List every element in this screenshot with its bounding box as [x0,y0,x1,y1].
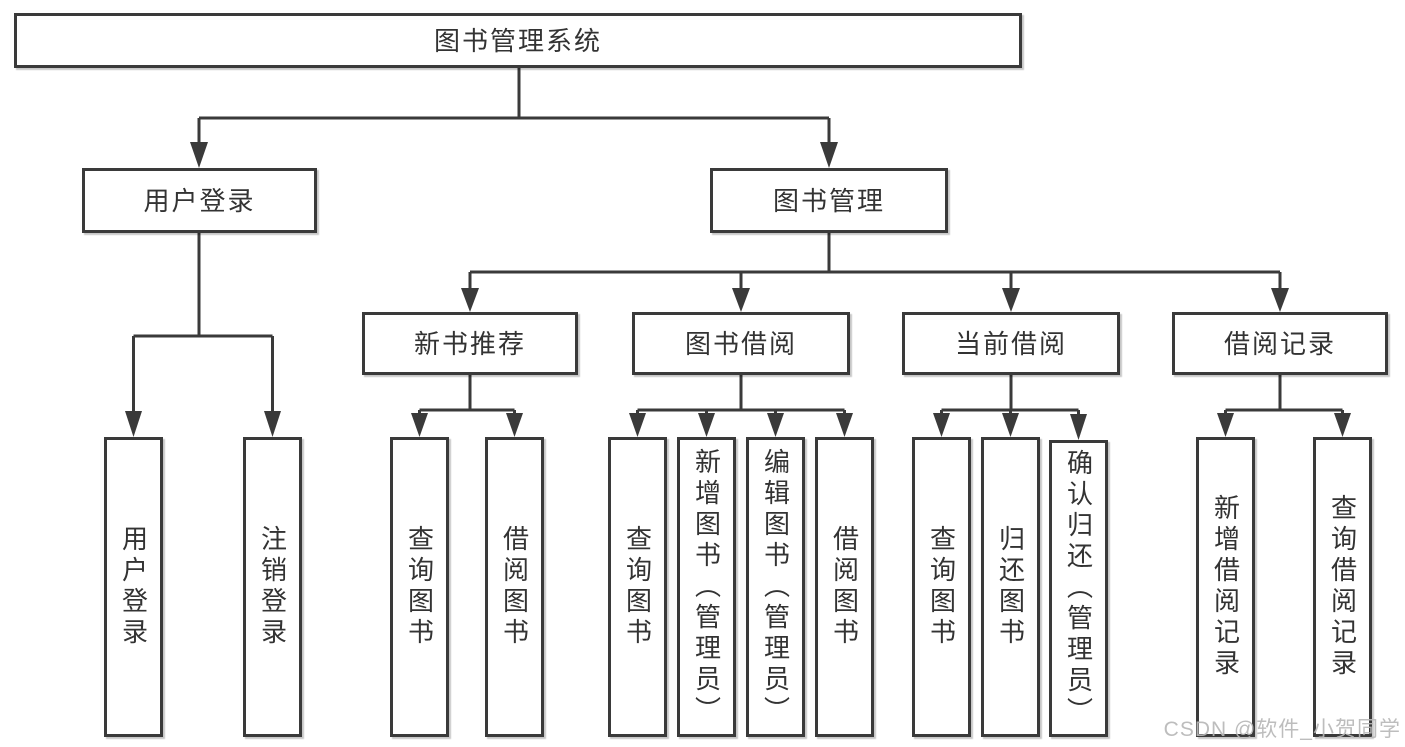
leaf-query-books-borrowing: 查询图书 [608,437,667,737]
leaf-confirm-return-admin-label: 确认归还（管理员） [1063,449,1094,728]
node-new-book-recommend: 新书推荐 [362,312,578,375]
node-library-management-system: 图书管理系统 [14,13,1022,68]
leaf-user-login-label: 用户登录 [118,525,149,649]
node-library-management-system-label: 图书管理系统 [433,25,602,56]
leaf-logout-label: 注销登录 [257,525,288,649]
leaf-query-books-recommend: 查询图书 [390,437,449,737]
node-book-management: 图书管理 [710,168,948,233]
leaf-borrow-books-borrowing: 借阅图书 [815,437,874,737]
csdn-watermark: CSDN @软件_小贺同学 [1163,718,1401,741]
leaf-borrow-books-borrowing-label: 借阅图书 [829,525,860,649]
leaf-user-login: 用户登录 [104,437,163,737]
leaf-edit-books-admin: 编辑图书（管理员） [746,437,805,737]
node-current-borrowing: 当前借阅 [902,312,1120,375]
leaf-add-borrow-record-label: 新增借阅记录 [1210,494,1241,680]
leaf-add-books-admin: 新增图书（管理员） [677,437,736,737]
leaf-query-books-current-label: 查询图书 [926,525,957,649]
leaf-edit-books-admin-label: 编辑图书（管理员） [760,447,791,727]
node-current-borrowing-label: 当前借阅 [954,328,1067,359]
leaf-query-borrow-record-label: 查询借阅记录 [1327,494,1358,680]
leaf-confirm-return-admin: 确认归还（管理员） [1049,440,1108,737]
node-new-book-recommend-label: 新书推荐 [413,328,526,359]
leaf-borrow-books-recommend: 借阅图书 [485,437,544,737]
node-user-login-branch-label: 用户登录 [143,185,256,216]
node-borrow-records: 借阅记录 [1172,312,1388,375]
leaf-query-books-recommend-label: 查询图书 [404,525,435,649]
leaf-add-borrow-record: 新增借阅记录 [1196,437,1255,737]
node-borrow-records-label: 借阅记录 [1223,328,1336,359]
leaf-query-borrow-record: 查询借阅记录 [1313,437,1372,737]
leaf-query-books-current: 查询图书 [912,437,971,737]
leaf-return-books: 归还图书 [981,437,1040,737]
node-user-login-branch: 用户登录 [82,168,317,233]
node-book-management-label: 图书管理 [772,185,885,216]
leaf-borrow-books-recommend-label: 借阅图书 [499,525,530,649]
leaf-logout: 注销登录 [243,437,302,737]
leaf-return-books-label: 归还图书 [995,525,1026,649]
leaf-add-books-admin-label: 新增图书（管理员） [691,447,722,727]
leaf-query-books-borrowing-label: 查询图书 [622,525,653,649]
node-book-borrowing-label: 图书借阅 [684,328,797,359]
arrowheads [125,142,1351,440]
node-book-borrowing: 图书借阅 [632,312,850,375]
